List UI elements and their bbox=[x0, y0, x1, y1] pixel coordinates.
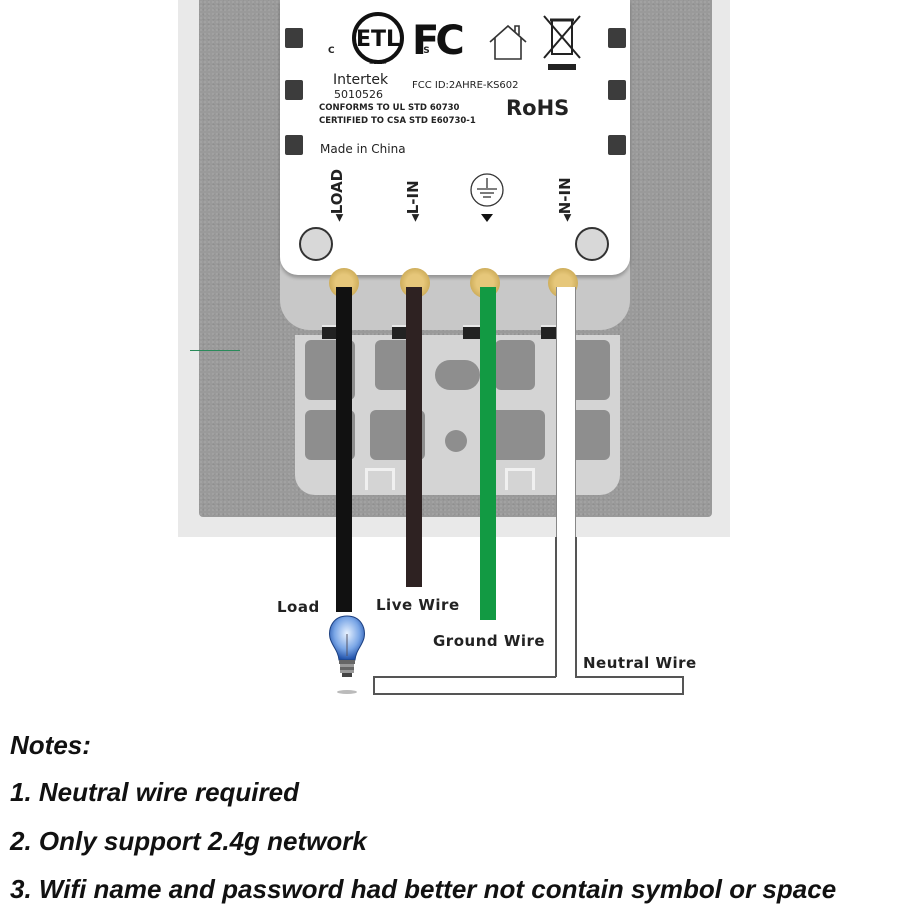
stray-mark bbox=[190, 350, 240, 351]
etl-listed-icon: ETL LISTED C US bbox=[328, 8, 430, 70]
ground-symbol-icon bbox=[469, 172, 505, 229]
fcc-id: FCC ID:2AHRE-KS602 bbox=[412, 80, 519, 91]
bracket-cutout bbox=[490, 410, 545, 460]
neutral-line-right bbox=[575, 537, 577, 677]
mounting-screw-left bbox=[299, 227, 333, 261]
crossed-out-bin-icon bbox=[542, 12, 582, 77]
neutral-line-end-left bbox=[373, 676, 375, 695]
terminal-label-l-in: ▼L-IN bbox=[404, 180, 422, 224]
intertek-label: Intertek bbox=[333, 72, 389, 88]
note-item: 2. Only support 2.4g network bbox=[10, 826, 367, 856]
neutral-line-end-right bbox=[682, 676, 684, 695]
load-wire bbox=[336, 287, 352, 612]
live-wire bbox=[406, 287, 422, 587]
side-notch bbox=[285, 28, 303, 48]
rohs-mark: RoHS bbox=[506, 96, 570, 120]
neutral-line-left bbox=[555, 537, 557, 677]
bracket-cutout bbox=[495, 340, 535, 390]
svg-text:LISTED: LISTED bbox=[369, 60, 387, 66]
etl-c-label: C bbox=[328, 46, 335, 56]
mounting-screw-right bbox=[575, 227, 609, 261]
label-neutral-wire: Neutral Wire bbox=[583, 654, 697, 672]
made-in-label: Made in China bbox=[320, 142, 406, 156]
terminal-label-load: ▼LOAD bbox=[328, 168, 346, 224]
ul-conformity: CONFORMS TO UL STD 60730 bbox=[319, 103, 460, 113]
csa-certification: CERTIFIED TO CSA STD E60730-1 bbox=[319, 116, 476, 126]
note-item: 1. Neutral wire required bbox=[10, 777, 299, 807]
neutral-wire bbox=[556, 287, 576, 537]
side-notch bbox=[608, 28, 626, 48]
etl-us-label: US bbox=[416, 46, 430, 56]
light-bulb-icon bbox=[325, 612, 369, 703]
side-notch bbox=[608, 135, 626, 155]
label-load: Load bbox=[277, 598, 320, 616]
fcc-logo-icon: FC bbox=[412, 18, 465, 64]
bracket-clip bbox=[505, 468, 535, 490]
terminal-label-n-in: ▼N-IN bbox=[556, 177, 574, 224]
neutral-line-top-left bbox=[373, 676, 556, 678]
bracket-cutout bbox=[435, 360, 480, 390]
side-notch bbox=[285, 135, 303, 155]
label-live-wire: Live Wire bbox=[376, 596, 460, 614]
svg-text:ETL: ETL bbox=[356, 27, 400, 52]
intertek-number: 5010526 bbox=[334, 88, 383, 101]
note-item: 3. Wifi name and password had better not… bbox=[10, 874, 837, 904]
notes-title: Notes: bbox=[10, 730, 91, 760]
ground-wire bbox=[480, 287, 496, 620]
neutral-line-top-right bbox=[575, 676, 683, 678]
label-ground-wire: Ground Wire bbox=[433, 632, 546, 650]
side-notch bbox=[608, 80, 626, 100]
neutral-line-bottom bbox=[373, 693, 684, 695]
side-notch bbox=[285, 80, 303, 100]
bracket-hole bbox=[445, 430, 467, 452]
indoor-use-house-icon bbox=[487, 22, 529, 67]
bracket-clip bbox=[365, 468, 395, 490]
